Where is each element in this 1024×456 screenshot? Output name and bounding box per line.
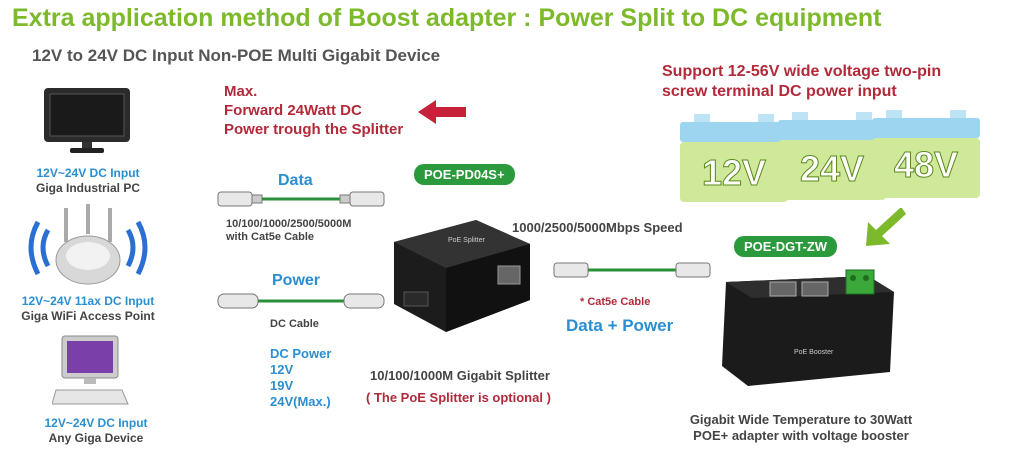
dc-power-title: DC Power bbox=[270, 346, 332, 361]
dc-power-24v: 24V(Max.) bbox=[270, 394, 331, 409]
speed-label: 1000/2500/5000Mbps Speed bbox=[512, 220, 683, 235]
data-link-desc: 10/100/1000/2500/5000M with Cat5e Cable bbox=[226, 218, 351, 244]
forward-note-line-2: Forward 24Watt DC bbox=[224, 102, 362, 119]
battery-icon bbox=[778, 112, 886, 200]
wifi-access-point-icon bbox=[28, 204, 148, 285]
left-arrow-icon bbox=[418, 100, 466, 124]
power-cable-label: DC Cable bbox=[270, 318, 319, 330]
battery-24v: 24V bbox=[776, 110, 888, 202]
device-1-input: 12V~24V DC Input bbox=[36, 166, 140, 180]
adapter-model-badge: POE-DGT-ZW bbox=[734, 236, 838, 257]
cat5e-note: * Cat5e Cable bbox=[580, 296, 651, 308]
monitor-icon bbox=[44, 88, 130, 153]
splitter-optional-note: ( The PoE Splitter is optional ) bbox=[366, 390, 551, 405]
dc-power-19v: 19V bbox=[270, 378, 294, 393]
device-2-input: 12V~24V 11ax DC Input bbox=[21, 294, 155, 308]
battery-24v-label: 24V bbox=[799, 148, 865, 190]
data-link-title: Data bbox=[278, 172, 313, 189]
data-plus-power-label: Data + Power bbox=[566, 316, 674, 335]
adapter-description: Gigabit Wide Temperature to 30Watt POE+ … bbox=[666, 412, 936, 444]
battery-icon bbox=[872, 110, 980, 198]
splitter-model-badge: POE-PD04S+ bbox=[414, 164, 515, 185]
forward-power-note: Max. Forward 24Watt DC Power trough the … bbox=[224, 82, 403, 139]
computer-icon bbox=[52, 335, 129, 405]
page-subtitle: 12V to 24V DC Input Non-POE Multi Gigabi… bbox=[32, 46, 441, 65]
battery-48v: 48V bbox=[870, 108, 982, 200]
device-2-name: Giga WiFi Access Point bbox=[21, 309, 155, 323]
dc-power-12v: 12V bbox=[270, 362, 294, 377]
support-text-line-2: screw terminal DC power input bbox=[662, 83, 897, 100]
adapter-brand-text: PoE Booster bbox=[794, 349, 834, 356]
device-wifi-ap-label: 12V~24V 11ax DC Input Giga WiFi Access P… bbox=[0, 294, 188, 324]
data-cable-icon bbox=[217, 191, 385, 207]
down-left-arrow-icon bbox=[866, 208, 906, 246]
adapter-desc-line-1: Gigabit Wide Temperature to 30Watt bbox=[689, 412, 913, 427]
device-3-input: 12V~24V DC Input bbox=[44, 416, 148, 430]
device-3-name: Any Giga Device bbox=[48, 431, 144, 445]
battery-48v-label: 48V bbox=[893, 144, 959, 186]
battery-12v-label: 12V bbox=[701, 152, 767, 194]
cat5e-cable-icon bbox=[553, 262, 711, 278]
poe-adapter-device-icon: PoE Booster bbox=[722, 269, 894, 386]
forward-note-line-1: Max. bbox=[224, 83, 258, 100]
poe-splitter-device-icon: PoE Splitter bbox=[394, 220, 530, 332]
power-link-title: Power bbox=[272, 272, 321, 289]
battery-12v: 12V bbox=[678, 112, 790, 204]
page-title: Extra application method of Boost adapte… bbox=[12, 4, 882, 32]
splitter-brand-text: PoE Splitter bbox=[448, 237, 486, 244]
support-text-line-1: Support 12-56V wide voltage two-pin bbox=[662, 63, 942, 80]
splitter-label: 10/100/1000M Gigabit Splitter bbox=[370, 368, 550, 383]
battery-icon bbox=[680, 114, 788, 202]
adapter-desc-line-2: POE+ adapter with voltage booster bbox=[693, 428, 909, 443]
device-any-giga-label: 12V~24V DC Input Any Giga Device bbox=[0, 416, 196, 446]
power-cable-icon bbox=[217, 293, 385, 309]
data-link-cable: with Cat5e Cable bbox=[226, 231, 315, 243]
data-link-speed: 10/100/1000/2500/5000M bbox=[226, 218, 352, 230]
dc-power-list: DC Power 12V 19V 24V(Max.) bbox=[270, 346, 331, 410]
device-industrial-pc-label: 12V~24V DC Input Giga Industrial PC bbox=[0, 166, 188, 196]
device-1-name: Giga Industrial PC bbox=[35, 181, 140, 195]
forward-note-line-3: Power trough the Splitter bbox=[224, 121, 404, 138]
support-voltage-text: Support 12-56V wide voltage two-pin scre… bbox=[662, 62, 941, 102]
